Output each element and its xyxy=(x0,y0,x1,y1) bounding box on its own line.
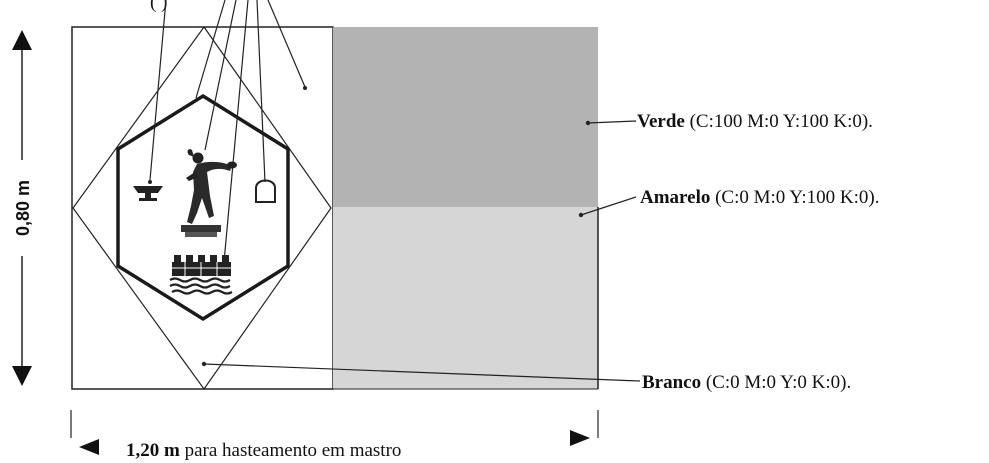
verde-label: Verde (C:100 M:0 Y:100 K:0). xyxy=(637,111,873,132)
height-label: 0,80 m xyxy=(13,180,33,236)
yellow-panel xyxy=(333,207,598,389)
branco-leader xyxy=(203,363,641,382)
verde-spec: (C:100 M:0 Y:100 K:0). xyxy=(685,111,873,132)
amarelo-name: Amarelo xyxy=(640,187,710,208)
leader-lines-top xyxy=(149,0,306,263)
branco-name: Branco xyxy=(642,372,701,393)
top-label-fragment: ( ) xyxy=(150,0,167,13)
arch-building-icon xyxy=(255,179,276,203)
verde-name: Verde xyxy=(637,111,685,132)
width-text: para hasteamento em mastro xyxy=(180,440,402,461)
width-dimension xyxy=(70,410,599,455)
fortress-icon xyxy=(169,255,233,295)
height-label-bg xyxy=(8,160,36,256)
leader-dot-bowl xyxy=(148,180,152,184)
branco-label: Branco (C:0 M:0 Y:0 K:0). xyxy=(642,372,851,393)
bowl-icon xyxy=(133,186,163,201)
white-panel xyxy=(71,26,334,390)
branco-dot xyxy=(201,361,207,367)
width-label: 1,20 m para hasteamento em mastro xyxy=(126,440,401,461)
verde-dot xyxy=(585,120,591,126)
green-panel xyxy=(333,27,598,207)
verde-leader xyxy=(587,120,637,124)
athlete-statue-icon xyxy=(181,149,237,237)
leader-dot-white xyxy=(303,86,307,90)
hexagon-outline xyxy=(116,93,290,322)
width-value: 1,20 m xyxy=(126,440,180,461)
amarelo-leader xyxy=(580,196,637,216)
amarelo-spec: (C:0 M:0 Y:100 K:0). xyxy=(710,187,879,208)
amarelo-label: Amarelo (C:0 M:0 Y:100 K:0). xyxy=(640,187,879,208)
amarelo-dot xyxy=(578,212,584,218)
branco-spec: (C:0 M:0 Y:0 K:0). xyxy=(701,372,851,393)
